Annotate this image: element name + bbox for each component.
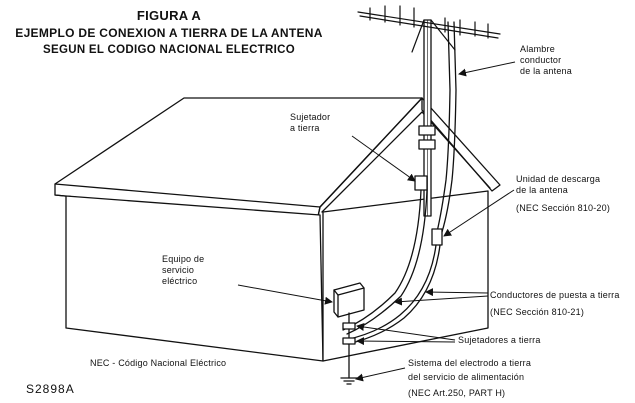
antenna-elements (357, 5, 501, 53)
label-sistema-electrodo: Sistema del electrodo a tierra del servi… (408, 358, 532, 398)
ground-clamp-lower-2 (342, 337, 356, 345)
leader-sistema (355, 367, 406, 382)
discharge-unit (431, 228, 443, 246)
lead-in-wire (436, 21, 451, 233)
label-conductores: Conductores de puesta a tierra (NEC Secc… (490, 290, 620, 317)
leader-sujetadores-2 (356, 337, 456, 346)
leader-conductores-2 (394, 295, 489, 306)
ground-symbol-icon (340, 377, 358, 385)
figure-subtitle-2: SEGUN EL CODIGO NACIONAL ELECTRICO (43, 44, 295, 56)
roof-back (421, 97, 501, 192)
label-sujetador: Sujetador a tierra (290, 112, 331, 133)
ground-conductor-unit (344, 244, 437, 341)
ground-clamp (414, 175, 428, 191)
leader-sujetador (351, 135, 416, 182)
figure-subtitle-1: EJEMPLO DE CONEXION A TIERRA DE LA ANTEN… (15, 26, 323, 40)
leader-equipo (237, 284, 333, 305)
mast-bracket-1 (418, 125, 436, 136)
figure-code: S2898A (26, 382, 75, 396)
label-nec-note: NEC - Código Nacional Eléctrico (90, 358, 227, 368)
leader-alambre (458, 61, 516, 77)
leader-conductores-1 (425, 288, 489, 297)
gable (321, 111, 491, 213)
service-equipment-box (333, 282, 365, 318)
label-equipo-servicio: Equipo de servicio eléctrico (162, 254, 205, 286)
leader-sujetadores-1 (356, 323, 456, 341)
figure-title: FIGURA A (136, 8, 202, 23)
label-sujetadores: Sujetadores a tierra (458, 335, 541, 345)
label-alambre: Alambre conductor de la antena (520, 44, 572, 76)
ground-clamp-lower-1 (342, 322, 356, 330)
ground-conductor-mast (342, 189, 422, 331)
mast-bracket-2 (418, 139, 436, 150)
label-unidad-descarga: Unidad de descarga de la antena (NEC Sec… (516, 174, 611, 213)
leader-unidad (443, 189, 515, 237)
